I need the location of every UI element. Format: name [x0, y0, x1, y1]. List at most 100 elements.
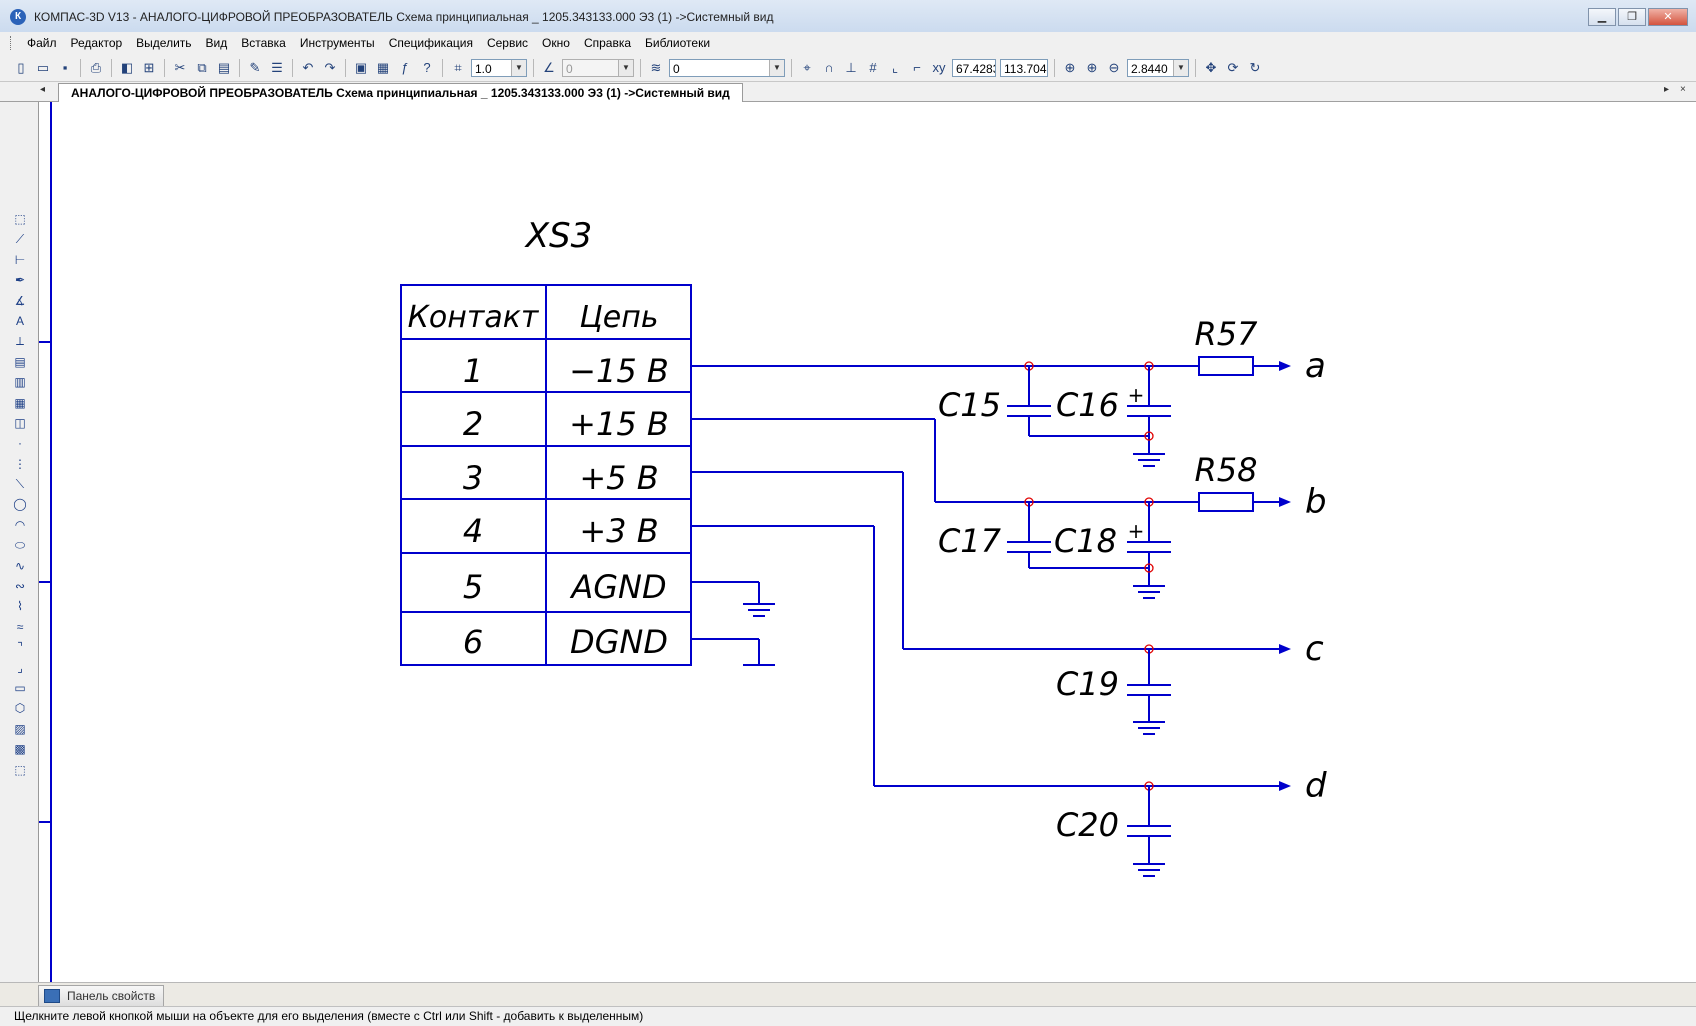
grid-icon[interactable]: # — [869, 59, 877, 75]
ortho-icon[interactable]: ⊥ — [845, 59, 857, 75]
coords-icon[interactable]: xy — [932, 59, 946, 75]
point-icon[interactable]: · — [18, 436, 22, 451]
menu-grip[interactable] — [10, 36, 14, 50]
output-d-label[interactable]: d — [1305, 766, 1327, 806]
parametrization-icon[interactable]: A — [15, 313, 24, 328]
menu-help[interactable]: Справка — [583, 36, 632, 50]
ellipse-icon[interactable]: ⬭ — [14, 538, 26, 553]
capacitor-c20-label[interactable]: C20 — [1056, 806, 1119, 844]
capacitor-c19[interactable] — [1127, 649, 1171, 735]
spec-icon[interactable]: ☰ — [271, 59, 283, 75]
pan-icon[interactable]: ✥ — [1205, 59, 1217, 75]
menu-select[interactable]: Выделить — [136, 36, 192, 50]
refresh-icon[interactable]: ⟳ — [1227, 59, 1239, 75]
rectangle-icon[interactable]: ▭ — [14, 680, 26, 695]
capacitor-c20[interactable] — [1127, 786, 1171, 877]
open-folder-icon[interactable]: ▭ — [36, 59, 50, 75]
resistor-r58-label[interactable]: R58 — [1195, 451, 1258, 489]
layer-icon[interactable]: ≋ — [650, 59, 662, 75]
local-cs-icon[interactable]: ⌞ — [891, 59, 899, 75]
output-b-label[interactable]: b — [1305, 482, 1327, 522]
menu-editor[interactable]: Редактор — [70, 36, 123, 50]
associative-icon[interactable]: ▥ — [14, 375, 26, 390]
capacitor-c17[interactable] — [1007, 502, 1149, 569]
zoom-field[interactable]: 2.8440▼ — [1127, 58, 1189, 77]
menu-view[interactable]: Вид — [205, 36, 228, 50]
chevron-down-icon[interactable]: ▼ — [769, 59, 784, 76]
designations-icon[interactable]: ✒ — [14, 273, 26, 288]
capacitor-c18[interactable] — [1127, 502, 1171, 599]
menu-window[interactable]: Окно — [542, 36, 570, 50]
copy-icon[interactable]: ⧉ — [197, 59, 207, 75]
capacitor-c16-label[interactable]: C16 — [1056, 386, 1119, 424]
measure-icon[interactable]: ⟂ — [15, 334, 24, 349]
restore-button[interactable]: ❐ — [1618, 8, 1646, 26]
round-icon[interactable]: ⌐ — [913, 59, 921, 75]
circle-icon[interactable]: ◯ — [13, 497, 27, 512]
undo-icon[interactable]: ↶ — [302, 59, 314, 75]
save-icon[interactable]: ▪ — [62, 59, 68, 75]
wire-net-b[interactable] — [691, 418, 1291, 512]
coord-y-field[interactable]: 113.704 — [1000, 58, 1048, 77]
tab-scroll-left-icon[interactable]: ◂ — [40, 84, 46, 95]
dimensions-icon[interactable]: ⊢ — [14, 252, 26, 267]
manager-icon[interactable]: ⊞ — [143, 59, 155, 75]
angle-icon[interactable]: ∠ — [543, 59, 555, 75]
wire-net-c[interactable] — [691, 471, 1291, 654]
capacitor-c15-label[interactable]: C15 — [938, 386, 1001, 424]
segment-icon[interactable]: ⟍ — [15, 477, 25, 492]
spline-icon[interactable]: ∿ — [14, 558, 26, 573]
new-document-icon[interactable]: ▯ — [17, 59, 25, 75]
ground-agnd[interactable] — [691, 581, 775, 617]
coord-x-field[interactable]: 67.4283 — [952, 58, 996, 77]
hatch-icon[interactable]: ▨ — [14, 721, 26, 736]
ground-dgnd[interactable] — [691, 638, 775, 666]
minimize-button[interactable]: ▁ — [1588, 8, 1616, 26]
resistor-r57-label[interactable]: R57 — [1195, 315, 1259, 353]
redo-icon[interactable]: ↷ — [324, 59, 336, 75]
layer-field[interactable]: 0▼ — [669, 58, 785, 77]
chevron-down-icon[interactable]: ▼ — [511, 59, 526, 76]
kompas-app-icon[interactable]: К — [10, 9, 26, 25]
angle-field[interactable]: 0▼ — [562, 58, 634, 77]
snap-icon[interactable]: ⌖ — [803, 59, 811, 75]
print-icon[interactable]: ⎙ — [90, 59, 102, 75]
polyline-icon[interactable]: ⌇ — [17, 599, 23, 614]
capacitor-c19-label[interactable]: C19 — [1056, 665, 1119, 703]
chevron-down-icon[interactable]: ▼ — [618, 59, 633, 76]
library-icon[interactable]: ▣ — [354, 59, 368, 75]
editing-icon[interactable]: ∡ — [14, 293, 26, 308]
menu-libraries[interactable]: Библиотеки — [645, 36, 711, 50]
wire-net-d[interactable] — [691, 525, 1291, 791]
capacitor-c16[interactable] — [1127, 366, 1171, 467]
fx-icon[interactable]: ƒ — [401, 59, 409, 75]
chevron-down-icon[interactable]: ▼ — [1173, 59, 1188, 76]
close-button[interactable]: ✕ — [1648, 8, 1688, 26]
schematic-drawing[interactable]: XS3 Контакт Цепь 1 −15 В 2 +15 В 3 +5 В … — [39, 102, 1696, 982]
connector-table[interactable]: Контакт Цепь 1 −15 В 2 +15 В 3 +5 В 4 +3… — [400, 284, 692, 666]
menu-insert[interactable]: Вставка — [241, 36, 286, 50]
select-icon[interactable]: ⬚ — [14, 212, 26, 226]
nurbs-icon[interactable]: ≈ — [16, 619, 24, 634]
polygon-icon[interactable]: ⬡ — [14, 701, 26, 716]
zoom-fit-icon[interactable]: ⊕ — [1064, 59, 1076, 75]
contour-icon[interactable]: ⬚ — [14, 762, 26, 777]
properties-panel-tab[interactable]: Панель свойств — [38, 985, 165, 1007]
step-icon[interactable]: ⌗ — [454, 59, 462, 75]
step-field[interactable]: 1.0▼ — [471, 58, 527, 77]
tab-scroll-right-icon[interactable]: ▸ — [1664, 84, 1670, 95]
tab-close-icon[interactable]: × — [1680, 84, 1686, 95]
document-tab[interactable]: АНАЛОГО-ЦИФРОВОЙ ПРЕОБРАЗОВАТЕЛЬ Схема п… — [58, 83, 743, 103]
regenerate-icon[interactable]: ↻ — [1249, 59, 1261, 75]
magnet-icon[interactable]: ∩ — [824, 59, 834, 75]
capacitor-c18-label[interactable]: C18 — [1054, 522, 1117, 560]
wire-net-a[interactable] — [691, 356, 1291, 376]
selection-icon[interactable]: ▤ — [14, 354, 26, 369]
capacitor-c17-label[interactable]: C17 — [938, 522, 1002, 560]
zoom-out-icon[interactable]: ⊖ — [1108, 59, 1120, 75]
output-a-label[interactable]: a — [1305, 346, 1326, 386]
output-c-label[interactable]: c — [1305, 629, 1324, 669]
fillet-icon[interactable]: ⌟ — [17, 660, 23, 675]
menu-file[interactable]: Файл — [27, 36, 57, 50]
specification-icon[interactable]: ▦ — [14, 395, 26, 410]
